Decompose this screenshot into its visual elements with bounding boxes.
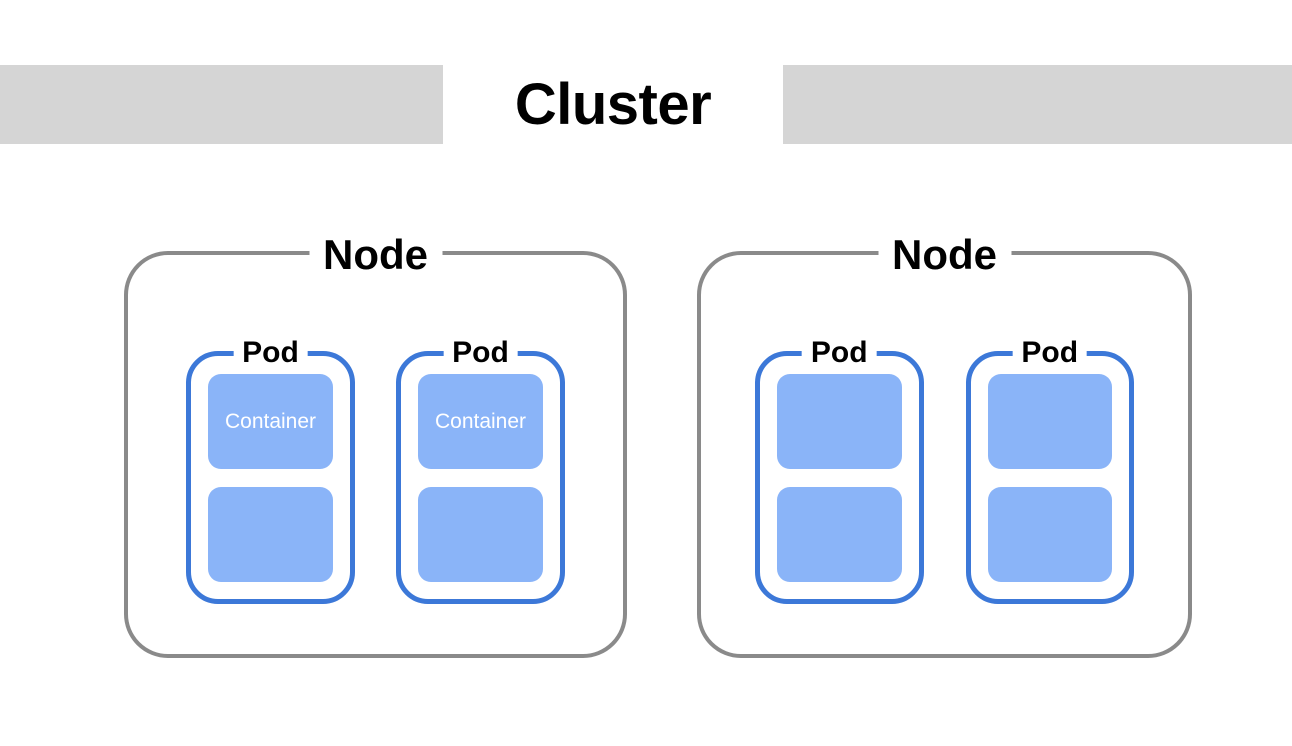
pod-0-0: Pod Container [186, 335, 355, 604]
container-box-1-0-0 [777, 373, 902, 469]
pod-1-1: Pod [965, 335, 1134, 604]
container-label-0-1-0: Container [434, 409, 527, 433]
container-box-1-0-1 [777, 486, 902, 582]
container-box-0-1-1 [418, 486, 543, 582]
container-box-0-1-0: Container [418, 373, 543, 469]
cluster-title: Cluster [514, 72, 712, 137]
container-box-1-1-0 [987, 373, 1112, 469]
pod-1-0: Pod [755, 335, 924, 604]
pod-row-1: Pod Pod [701, 335, 1188, 604]
header-band-right [783, 65, 1292, 144]
container-box-0-0-0: Container [208, 373, 333, 469]
pod-label-0-0: Pod [233, 335, 308, 371]
node-container-1: Node Pod Pod [697, 229, 1192, 658]
node-label-0: Node [309, 229, 442, 281]
pod-0-1: Pod Container [396, 335, 565, 604]
pod-label-0-1: Pod [443, 335, 518, 371]
pod-label-1-1: Pod [1012, 335, 1088, 371]
container-box-1-1-1 [987, 486, 1112, 582]
node-container-0: Node Pod Container Pod Container [124, 229, 627, 658]
container-label-0-0-0: Container [224, 409, 317, 433]
node-label-1: Node [878, 229, 1011, 281]
container-box-0-0-1 [208, 486, 333, 582]
pod-row-0: Pod Container Pod Container [128, 335, 623, 604]
header-band-left [0, 65, 443, 144]
pod-label-1-0: Pod [801, 335, 877, 371]
